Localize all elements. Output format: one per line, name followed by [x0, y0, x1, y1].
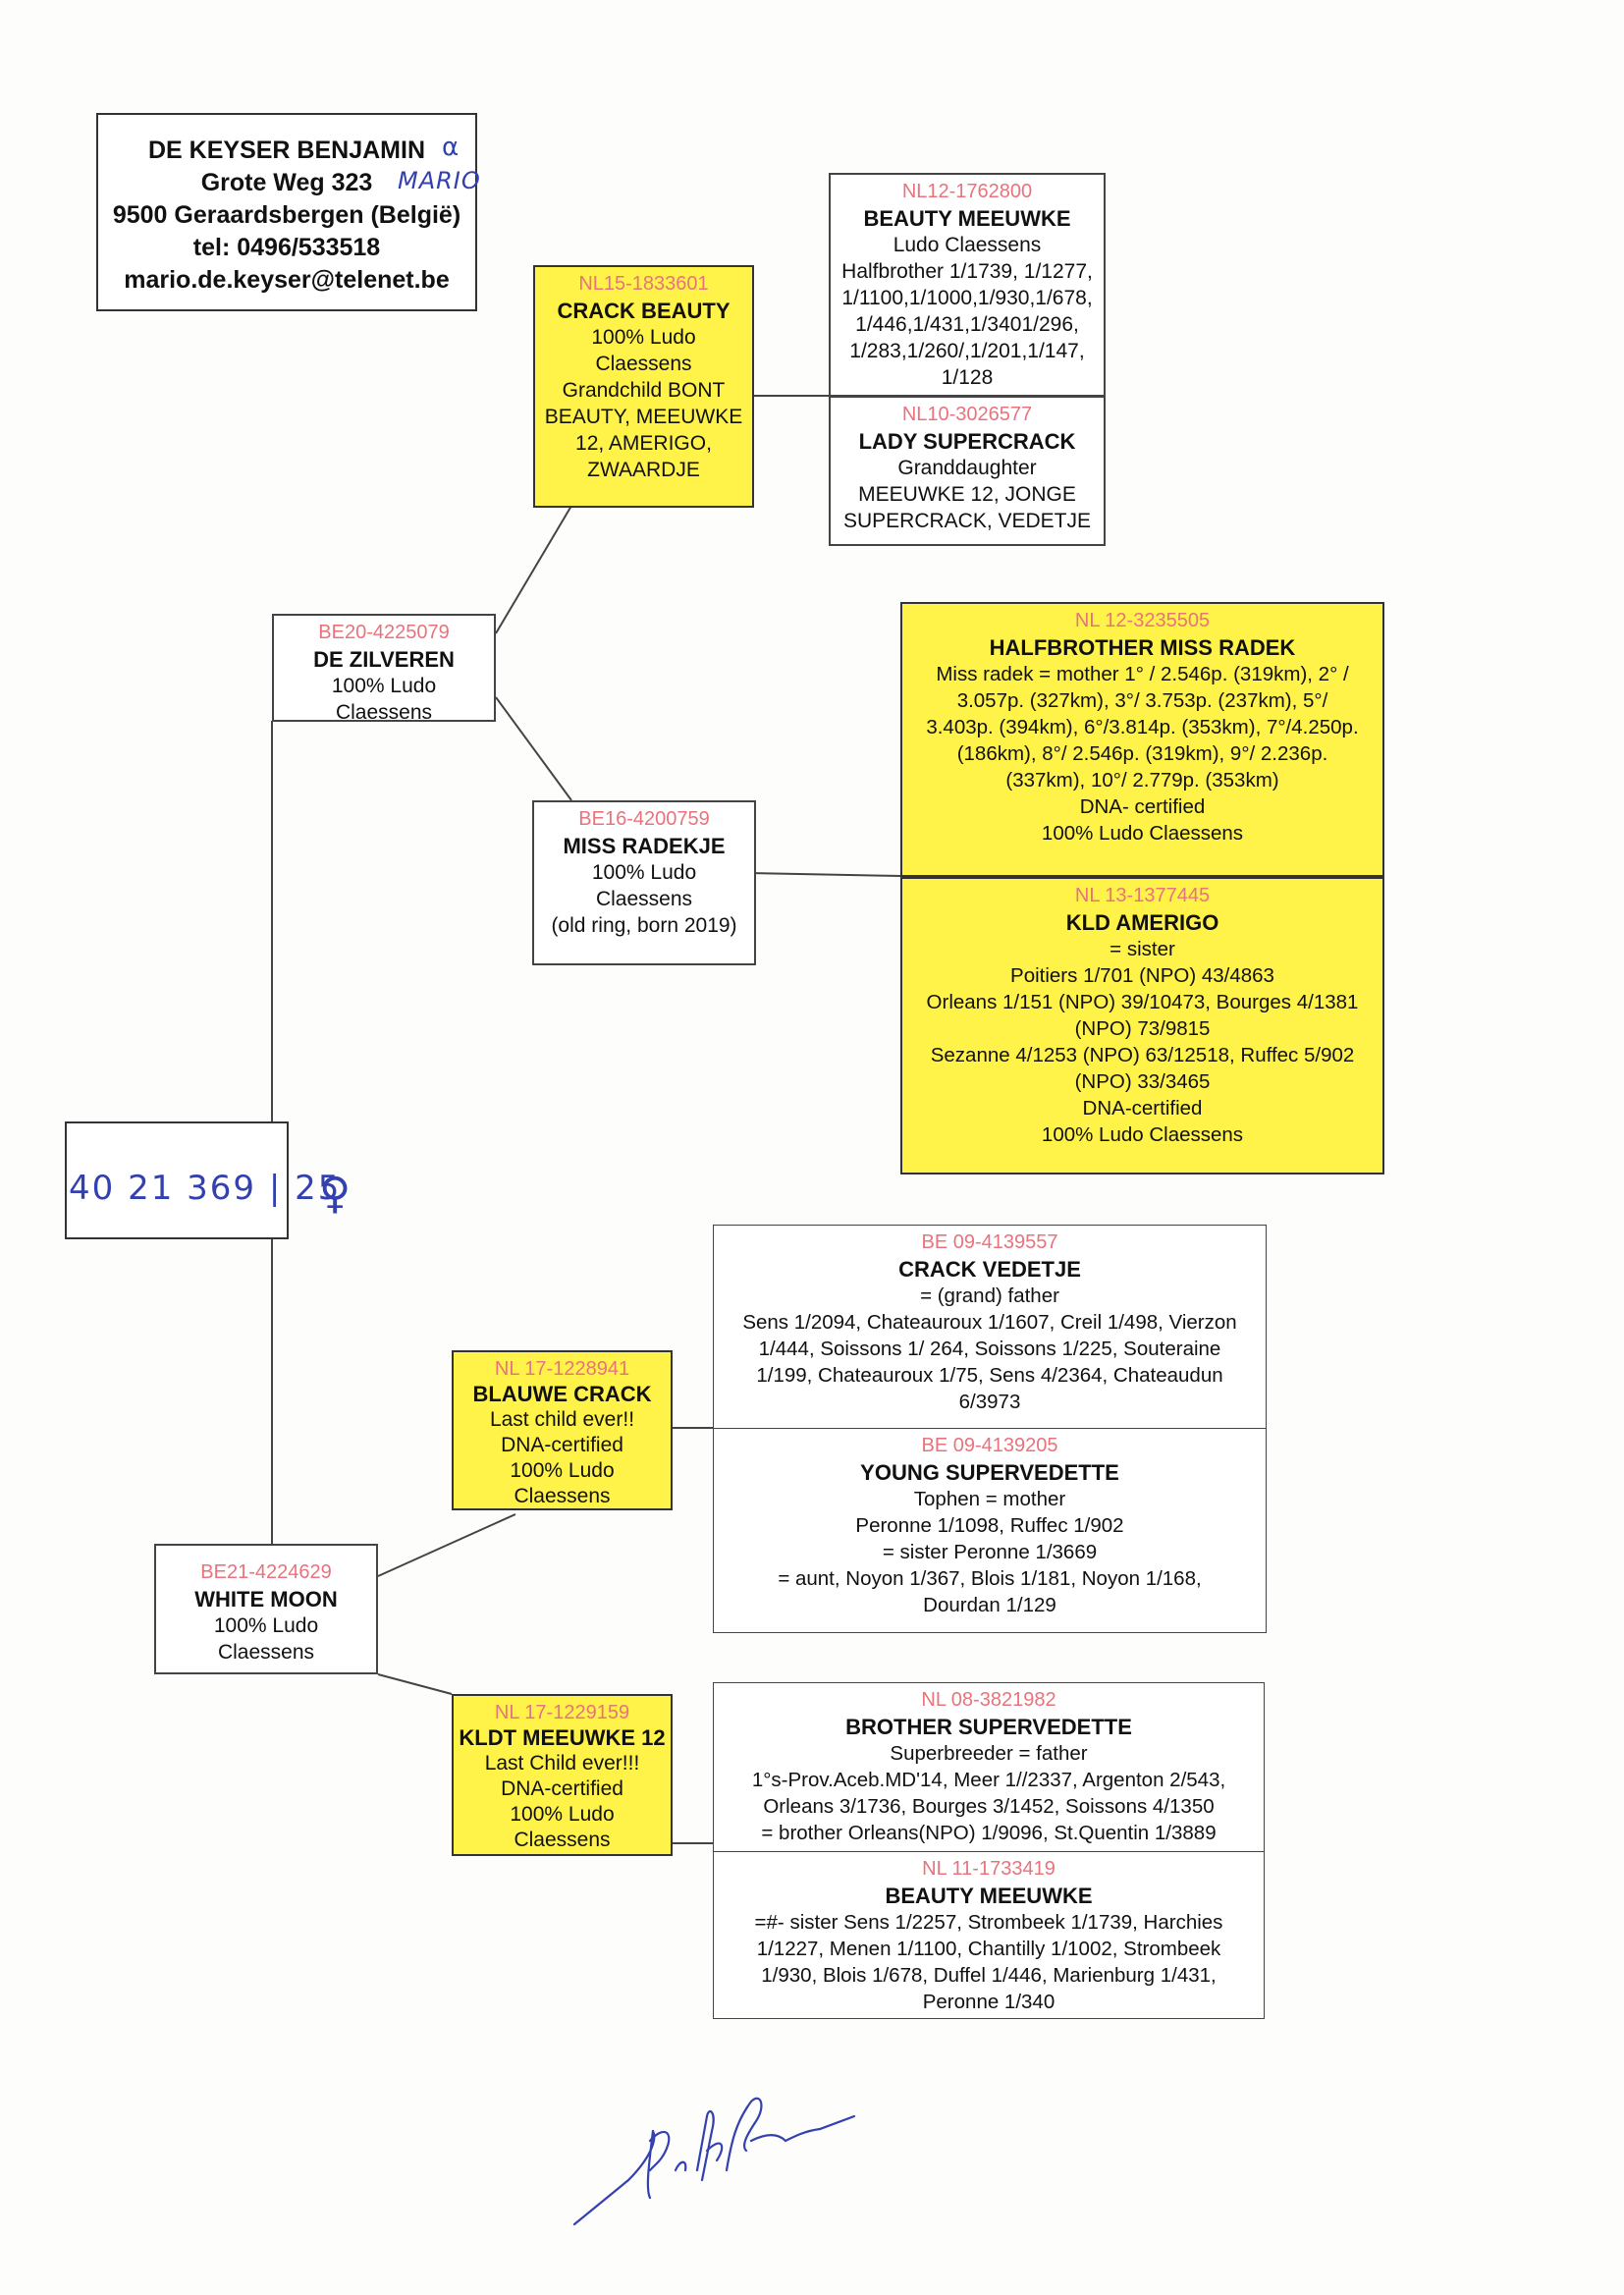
pigeon-name: HALFBROTHER MISS RADEK	[989, 635, 1296, 660]
pigeon-name: BROTHER SUPERVEDETTE	[845, 1715, 1132, 1739]
owner-address: Grote Weg 323	[200, 169, 373, 196]
sire-sire-sire-box: NL12-1762800 BEAUTY MEEUWKE Ludo Claesse…	[829, 173, 1106, 397]
pigeon-name: WHITE MOON	[194, 1587, 338, 1612]
pigeon-name: CRACK BEAUTY	[557, 299, 731, 323]
dam-dam-sire-box: NL 08-3821982 BROTHER SUPERVEDETTE Super…	[713, 1682, 1265, 1852]
sire-dam-box: BE16-4200759 MISS RADEKJE 100% Ludo Clae…	[532, 800, 756, 965]
ring-number: NL 11-1733419	[922, 1858, 1056, 1880]
pigeon-name: BEAUTY MEEUWKE	[863, 206, 1071, 231]
pigeon-name: MISS RADEKJE	[563, 834, 726, 858]
subject-ring-number: 40 21 369 | 25	[69, 1169, 342, 1208]
subject-ring-box	[65, 1121, 289, 1239]
ring-number: BE21-4224629	[200, 1561, 332, 1583]
pigeon-name: KLDT MEEUWKE 12	[459, 1725, 666, 1750]
ring-number: BE 09-4139557	[921, 1231, 1058, 1253]
ring-number: NL 12-3235505	[1074, 610, 1211, 631]
dam-sire-box: NL 17-1228941 BLAUWE CRACK Last child ev…	[452, 1350, 673, 1510]
handwritten-name: MARIO	[398, 167, 481, 194]
pigeon-name: BLAUWE CRACK	[472, 1382, 652, 1406]
ring-number: BE20-4225079	[318, 622, 450, 643]
dam-dam-dam-box: NL 11-1733419 BEAUTY MEEUWKE =#- sister …	[713, 1851, 1265, 2019]
dam-sire-dam-box: BE 09-4139205 YOUNG SUPERVEDETTE Tophen …	[713, 1428, 1267, 1633]
pigeon-name: CRACK VEDETJE	[898, 1257, 1081, 1282]
signature	[572, 2097, 856, 2226]
ring-number: NL 13-1377445	[1074, 885, 1211, 906]
owner-phone: tel: 0496/533518	[192, 234, 381, 261]
ring-number: BE16-4200759	[578, 808, 710, 830]
sire-dam-sire-box: NL 12-3235505 HALFBROTHER MISS RADEK Mis…	[900, 602, 1384, 877]
dam-dam-box: NL 17-1229159 KLDT MEEUWKE 12 Last Child…	[452, 1694, 673, 1856]
pigeon-name: KLD AMERIGO	[1065, 910, 1219, 935]
sire-dam-dam-box: NL 13-1377445 KLD AMERIGO = sister Poiti…	[900, 877, 1384, 1175]
pigeon-name: BEAUTY MEEUWKE	[885, 1884, 1093, 1908]
ring-number: NL 08-3821982	[921, 1689, 1056, 1711]
female-symbol-icon: ♀	[319, 1169, 352, 1219]
ring-number: NL15-1833601	[578, 273, 709, 295]
owner-box: DE KEYSER BENJAMIN Grote Weg 323 9500 Ge…	[96, 113, 477, 311]
pigeon-name: LADY SUPERCRACK	[858, 429, 1076, 454]
sire-box: BE20-4225079 DE ZILVEREN 100% Ludo Claes…	[272, 614, 496, 722]
dam-box: BE21-4224629 WHITE MOON 100% Ludo Claess…	[154, 1544, 378, 1674]
owner-city: 9500 Geraardsbergen (België)	[112, 201, 461, 229]
owner-email: mario.de.keyser@telenet.be	[124, 266, 450, 294]
sire-sire-dam-box: NL10-3026577 LADY SUPERCRACK Granddaught…	[829, 396, 1106, 546]
ring-number: NL12-1762800	[901, 181, 1033, 202]
ring-number: NL 17-1229159	[494, 1702, 630, 1723]
ring-number: NL 17-1228941	[494, 1358, 630, 1380]
ring-number: BE 09-4139205	[921, 1435, 1058, 1456]
sire-sire-box: NL15-1833601 CRACK BEAUTY 100% Ludo Clae…	[533, 265, 754, 508]
pigeon-name: YOUNG SUPERVEDETTE	[860, 1460, 1119, 1485]
ring-number: NL10-3026577	[901, 404, 1033, 425]
owner-name: DE KEYSER BENJAMIN	[148, 137, 425, 164]
dam-sire-sire-box: BE 09-4139557 CRACK VEDETJE = (grand) fa…	[713, 1225, 1267, 1429]
pigeon-name: DE ZILVEREN	[313, 647, 455, 672]
handwritten-mark: α	[442, 133, 460, 162]
